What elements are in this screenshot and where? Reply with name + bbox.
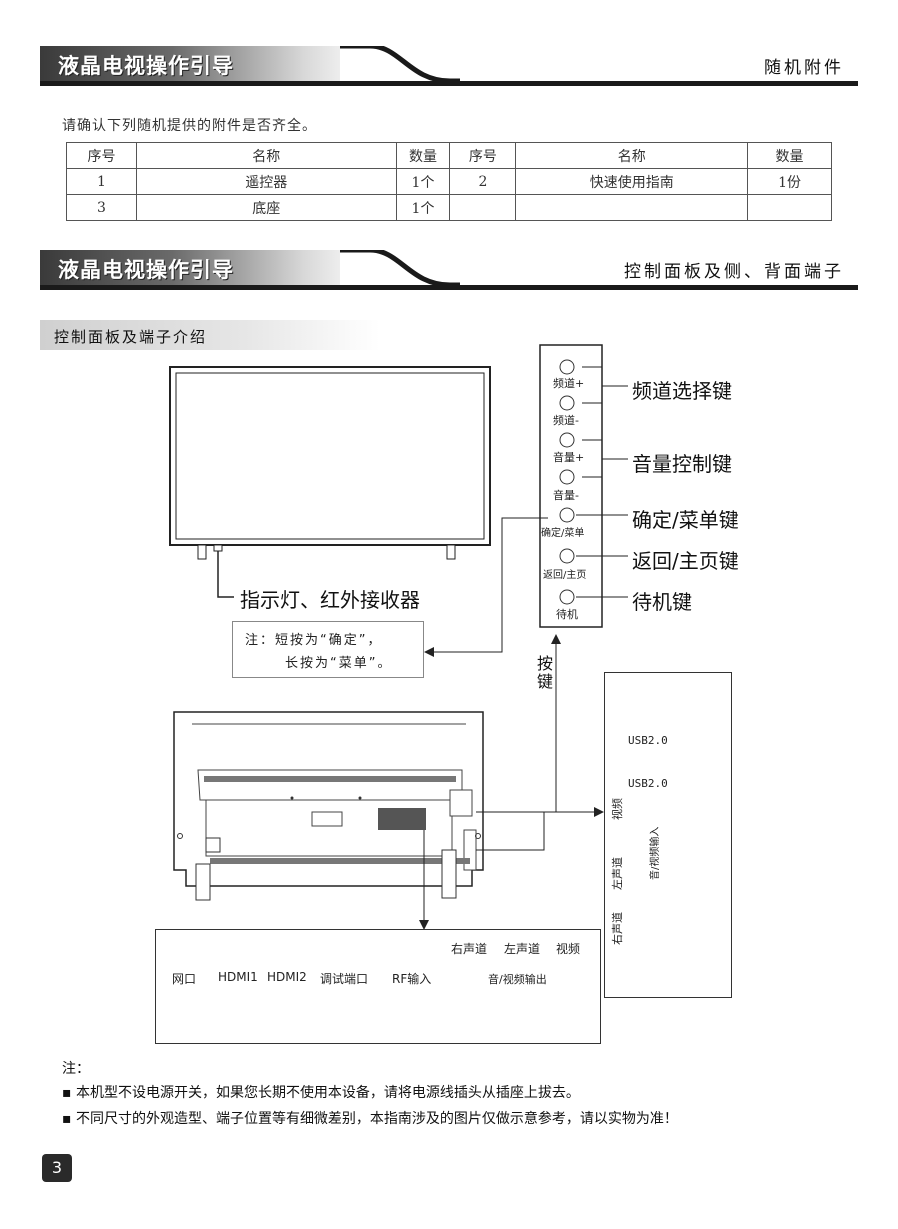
table-cell: 3 (66, 194, 137, 221)
table-cell (747, 194, 832, 221)
ok-menu-label: 确定/菜单 (541, 528, 585, 539)
debug-port-label: 调试端口 (320, 972, 369, 986)
note-box: 注：短按为“确定”， 长按为“菜单”。 (232, 621, 424, 678)
note-line-1: 注：短按为“确定”， (245, 633, 383, 648)
table-cell: 1个 (395, 194, 451, 221)
rf-port-label: RF输入 (392, 972, 432, 986)
header-rule (40, 285, 858, 290)
section-title: 控制面板及端子介绍 (54, 328, 208, 346)
tv-front-illustration (169, 366, 491, 598)
control-panel-illustration (424, 344, 628, 657)
table-row: 3 底座 1个 (66, 194, 832, 221)
note-item-1: ▪ 本机型不设电源开关，如果您长期不使用本设备，请将电源线插头从插座上拔去。 (62, 1085, 580, 1101)
header-curve (340, 46, 460, 86)
standby-callout: 待机键 (632, 590, 692, 614)
note-item-2: ▪ 不同尺寸的外观造型、端子位置等有细微差别，本指南涉及的图片仅做示意参考，请以… (62, 1111, 678, 1127)
video-in-label: 视频 (611, 798, 624, 820)
section-title-bar: 控制面板及端子介绍 (40, 320, 380, 350)
side-port-panel (604, 672, 732, 998)
usb2-label: USB2.0 (628, 777, 668, 790)
accessories-table: 序号 名称 数量 序号 名称 数量 1 遥控器 1个 2 快速使用指南 1份 3… (66, 142, 832, 221)
table-cell: 遥控器 (135, 168, 397, 195)
intro-text: 请确认下列随机提供的附件是否齐全。 (62, 118, 317, 134)
header-tab (40, 46, 370, 81)
volume-down-label: 音量- (553, 489, 579, 502)
header-rule (40, 81, 858, 86)
volume-keys-callout: 音量控制键 (632, 452, 732, 476)
left-channel-in-label: 左声道 (611, 857, 624, 890)
video-out-label: 视频 (556, 942, 581, 956)
channel-down-label: 频道- (553, 414, 579, 427)
standby-label: 待机 (556, 608, 578, 621)
notes-label: 注： (62, 1061, 90, 1077)
table-row: 1 遥控器 1个 2 快速使用指南 1份 (66, 168, 832, 195)
channel-keys-callout: 频道选择键 (632, 379, 732, 403)
note-line-2: 长按为“菜单”。 (285, 656, 393, 671)
keys-label-1: 按 (537, 654, 554, 673)
bottom-port-panel (155, 929, 601, 1044)
header-subtitle: 控制面板及侧、背面端子 (624, 262, 844, 282)
header-tab (40, 250, 370, 285)
left-channel-out-label: 左声道 (504, 942, 541, 956)
table-cell: 1 (66, 168, 137, 195)
back-home-callout: 返回/主页键 (632, 549, 739, 573)
header-subtitle: 随机附件 (764, 58, 844, 78)
table-cell: 2 (449, 168, 517, 195)
table-header-cell: 名称 (135, 142, 397, 169)
av-in-label: 音/视频输入 (650, 826, 661, 880)
table-cell: 快速使用指南 (515, 168, 749, 195)
av-out-label: 音/视频输出 (488, 973, 547, 986)
keys-label-2: 键 (537, 672, 554, 691)
right-channel-in-label: 右声道 (611, 912, 624, 945)
back-home-label: 返回/主页 (543, 570, 587, 581)
volume-up-label: 音量+ (553, 451, 585, 464)
channel-up-label: 频道+ (553, 377, 585, 390)
table-header-cell: 数量 (747, 142, 832, 169)
header-title: 液晶电视操作引导 (58, 53, 234, 78)
table-cell: 1个 (395, 168, 451, 195)
tv-back-illustration (173, 634, 604, 930)
page-number: 3 (42, 1154, 72, 1182)
lan-port-label: 网口 (172, 972, 197, 986)
usb1-label: USB2.0 (628, 734, 668, 747)
header-title: 液晶电视操作引导 (58, 257, 234, 282)
hdmi1-port-label: HDMI1 (218, 970, 258, 984)
indicator-callout: 指示灯、红外接收器 (240, 588, 420, 612)
section-header-accessories: 液晶电视操作引导 随机附件 (40, 46, 858, 86)
right-channel-out-label: 右声道 (451, 942, 488, 956)
section-header-panel: 液晶电视操作引导 控制面板及侧、背面端子 (40, 250, 858, 290)
table-cell: 底座 (135, 194, 397, 221)
table-cell: 1份 (747, 168, 832, 195)
table-cell (515, 194, 749, 221)
table-cell (449, 194, 517, 221)
ok-menu-callout: 确定/菜单键 (632, 508, 739, 532)
header-curve (340, 250, 460, 290)
hdmi2-port-label: HDMI2 (267, 970, 307, 984)
